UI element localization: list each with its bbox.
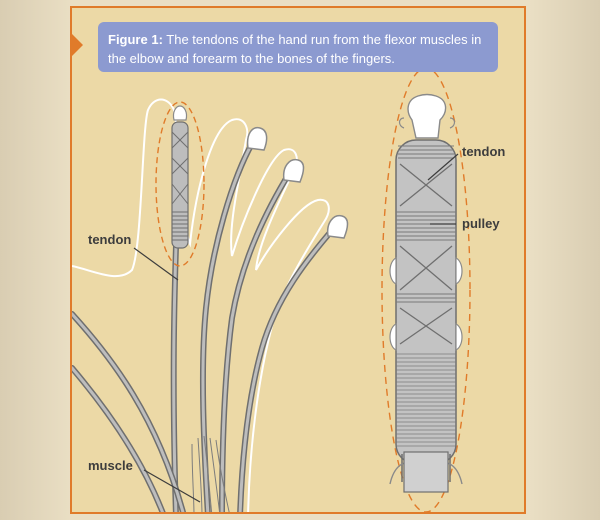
muscle-fibers: [191, 435, 230, 512]
bone-tip-little: [326, 214, 349, 239]
tendon-middle: [199, 137, 257, 512]
leader-tendon-detail: [427, 153, 459, 181]
tendon-wrist: [72, 365, 166, 512]
label-muscle: muscle: [88, 458, 133, 473]
index-finger-sheath: [155, 101, 205, 267]
caption-lead: Figure 1:: [108, 32, 163, 47]
bone-tip-ring: [282, 158, 305, 183]
bone-tip-middle: [246, 126, 268, 151]
hand-outline: [72, 98, 330, 512]
tendon-index: [170, 243, 179, 512]
label-tendon-detail: tendon: [462, 144, 506, 159]
enlarged-finger: [381, 67, 471, 512]
label-tendon-hand: tendon: [88, 232, 132, 247]
tendon-ring: [219, 169, 293, 512]
figure-card: Figure 1: The tendons of the hand run fr…: [70, 6, 526, 514]
tendon-thumb: [72, 311, 186, 512]
label-pulley: pulley: [462, 216, 500, 231]
tendon-little: [237, 225, 337, 512]
caption-text: The tendons of the hand run from the fle…: [108, 32, 482, 66]
hand-diagram: [72, 67, 471, 512]
leader-muscle: [143, 469, 201, 503]
leader-tendon-hand: [133, 247, 179, 281]
caption-arrow-marker: [72, 34, 83, 56]
orange-oval-small: [155, 101, 205, 267]
figure-caption: Figure 1: The tendons of the hand run fr…: [98, 22, 498, 72]
